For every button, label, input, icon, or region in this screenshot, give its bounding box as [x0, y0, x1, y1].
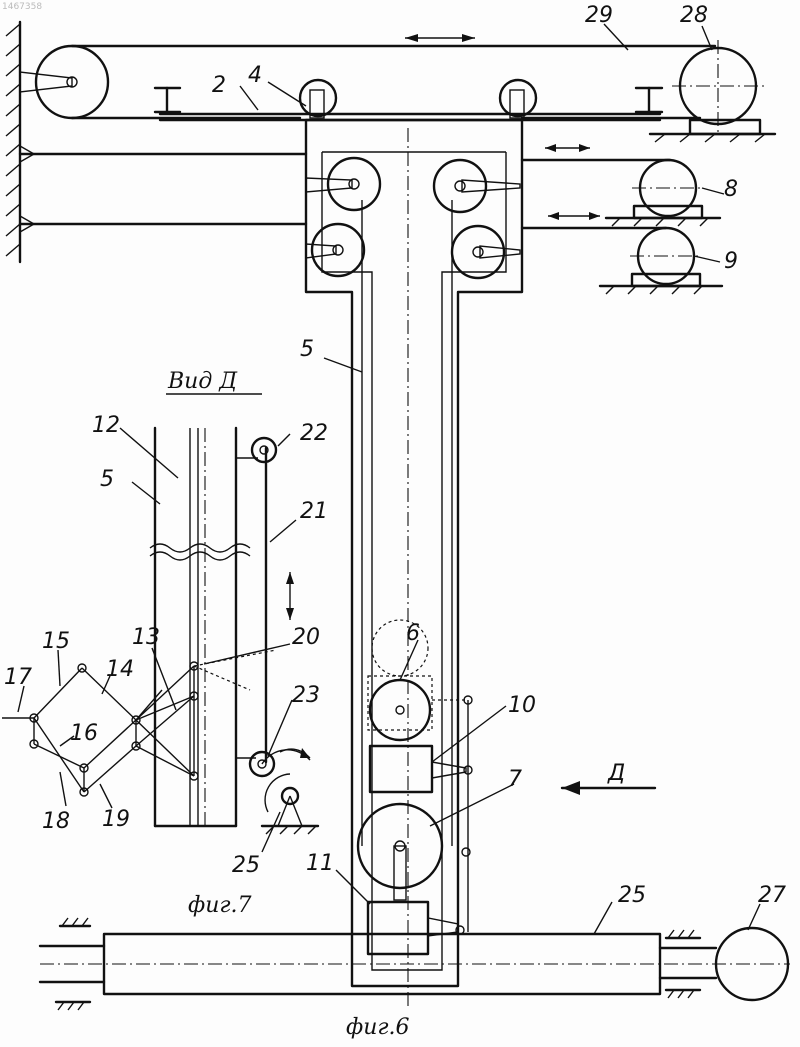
label-15: 15 [42, 629, 70, 654]
roller-6 [368, 620, 472, 740]
caption-fig6: фиг.6 [346, 1015, 410, 1040]
label-29: 29 [585, 3, 613, 28]
label-21: 21 [300, 499, 328, 524]
watermark-number: 1467358 [2, 2, 42, 12]
view-d-column [150, 428, 250, 826]
label-19: 19 [102, 807, 130, 832]
label-12: 12 [92, 413, 120, 438]
label-7: 7 [508, 767, 522, 792]
carriage-roller-4-right [500, 80, 536, 118]
label-5-main: 5 [300, 337, 314, 362]
caption-view-d: Вид Д [167, 369, 238, 394]
vertical-arrow-21 [286, 572, 294, 620]
shaft-25 [40, 918, 790, 1010]
pivot-25 [262, 748, 318, 834]
head-pulleys-right [434, 160, 520, 278]
drive-8 [606, 160, 720, 226]
caption-fig7: фиг.7 [188, 893, 252, 918]
head-pulleys-left [306, 158, 380, 276]
label-13: 13 [132, 625, 160, 650]
label-9: 9 [724, 249, 738, 274]
block-11 [368, 902, 464, 954]
label-10: 10 [508, 693, 536, 718]
label-25-pivot: 25 [232, 853, 260, 878]
label-25-shaft: 25 [618, 883, 646, 908]
drive-pulley-28 [650, 40, 775, 142]
label-27: 27 [758, 883, 786, 908]
label-22: 22 [300, 421, 328, 446]
label-28: 28 [680, 3, 708, 28]
label-6: 6 [406, 621, 420, 646]
reciprocation-arrow-9 [548, 212, 600, 220]
guide-rail-2 [155, 88, 662, 120]
label-16: 16 [70, 721, 98, 746]
label-18: 18 [42, 809, 70, 834]
label-17: 17 [4, 665, 32, 690]
label-11: 11 [306, 851, 334, 876]
roller-7 [358, 804, 442, 900]
label-20: 20 [292, 625, 320, 650]
reciprocation-arrow-8 [545, 144, 590, 152]
label-arrow-d: Д [607, 761, 625, 786]
t-frame-5 [306, 120, 522, 1010]
label-23: 23 [292, 683, 320, 708]
strap-21 [236, 438, 276, 776]
label-4: 4 [248, 63, 262, 88]
label-14: 14 [106, 657, 134, 682]
drive-9 [600, 228, 722, 294]
top-pulley-left [20, 46, 108, 118]
label-2: 2 [212, 73, 226, 98]
label-8: 8 [724, 177, 738, 202]
carriage-roller-4-left [300, 80, 336, 118]
label-5-view: 5 [100, 467, 114, 492]
part-labels: 2 4 29 28 8 9 5 6 10 7 Д 11 25 27 12 22 … [4, 3, 786, 908]
reciprocation-arrow-top [405, 34, 475, 42]
motor-27 [716, 928, 788, 1000]
wall-support [6, 22, 20, 262]
